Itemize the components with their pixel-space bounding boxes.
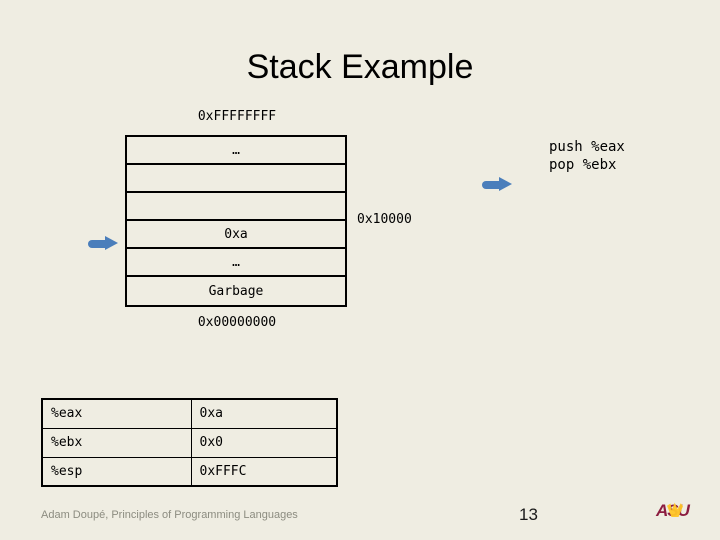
register-name-cell: %esp xyxy=(42,456,192,486)
instruction-list: push %eax pop %ebx xyxy=(549,138,625,174)
stack-memory-box: … 0xa … Garbage xyxy=(125,135,347,307)
footer-attribution: Adam Doupé, Principles of Programming La… xyxy=(41,509,298,521)
stack-top-address-label: 0xFFFFFFFF xyxy=(197,109,277,124)
page-title: Stack Example xyxy=(246,48,474,86)
register-name-cell: %eax xyxy=(42,399,192,429)
stack-cell xyxy=(127,193,345,221)
register-value-cell: 0xFFFC xyxy=(190,456,337,486)
table-row: %esp 0xFFFC xyxy=(42,456,337,486)
table-row: %eax 0xa xyxy=(42,399,337,429)
asu-logo: ASU xyxy=(656,500,700,522)
arrow-shaft xyxy=(88,240,108,248)
table-row: %ebx 0x0 xyxy=(42,427,337,458)
arrow-head xyxy=(105,236,118,250)
stack-mid-address-label: 0x10000 xyxy=(357,212,412,227)
register-value-cell: 0xa xyxy=(190,399,337,429)
right-arrow-icon-instruction-pointer xyxy=(482,177,514,191)
stack-cell xyxy=(127,165,345,193)
arrow-head xyxy=(499,177,512,191)
register-value-cell: 0x0 xyxy=(190,427,337,458)
slide-number: 13 xyxy=(519,505,538,524)
register-table: %eax 0xa %ebx 0x0 %esp 0xFFFC xyxy=(41,398,338,487)
stack-cell: … xyxy=(127,249,345,277)
stack-cell: Garbage xyxy=(127,277,345,305)
instruction-line-push: push %eax xyxy=(549,139,625,155)
instruction-line-pop: pop %ebx xyxy=(549,157,617,173)
stack-diagram: 0xFFFFFFFF … 0xa … Garbage 0x00000000 xyxy=(125,108,349,332)
stack-cell: … xyxy=(127,137,345,165)
arrow-shaft xyxy=(482,181,502,189)
register-name-cell: %ebx xyxy=(42,427,192,458)
stack-cell: 0xa xyxy=(127,221,345,249)
right-arrow-icon-stack-pointer xyxy=(88,236,120,250)
stack-bottom-address-label: 0x00000000 xyxy=(197,315,277,330)
